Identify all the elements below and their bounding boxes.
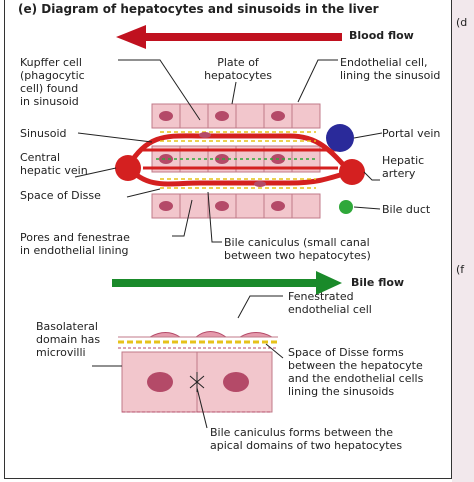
- panel-d-label: (d: [456, 16, 468, 29]
- central-vein: [115, 155, 141, 181]
- hepatocyte-plate-bottom: [151, 193, 321, 219]
- hepatocyte-pair: [121, 351, 273, 413]
- space-of-disse-label: Space of Disse: [20, 189, 101, 202]
- blood-flow-arrow: [116, 25, 342, 49]
- lower-leader-lines: [92, 295, 284, 429]
- adjacent-panel-strip: (d (f: [452, 0, 474, 482]
- bile-flow-label: Bile flow: [351, 276, 405, 289]
- figure-title: (e) Diagram of hepatocytes and sinusoids…: [18, 2, 379, 16]
- sinusoid-endothelium: [160, 131, 316, 189]
- hepatic-artery: [339, 159, 365, 185]
- upper-leader-lines: [74, 59, 383, 243]
- bile-duct: [339, 200, 353, 214]
- fenestrated-endothelial-cell: [118, 331, 278, 338]
- portal-vein-label: Portal vein: [382, 127, 441, 140]
- bile-flow-arrow: [112, 271, 342, 295]
- portal-vein: [326, 124, 354, 152]
- kupffer-cells: [199, 132, 266, 187]
- blood-flow-label: Blood flow: [349, 29, 414, 42]
- hepatocyte-plate-top: [151, 103, 321, 129]
- figure-frame: [4, 0, 452, 479]
- bile-duct-label: Bile duct: [382, 203, 431, 216]
- sinusoid-label: Sinusoid: [20, 127, 67, 140]
- panel-f-label: (f: [456, 263, 465, 276]
- endothelial-cell-label: Endothelial cell,lining the sinusoid: [340, 56, 441, 82]
